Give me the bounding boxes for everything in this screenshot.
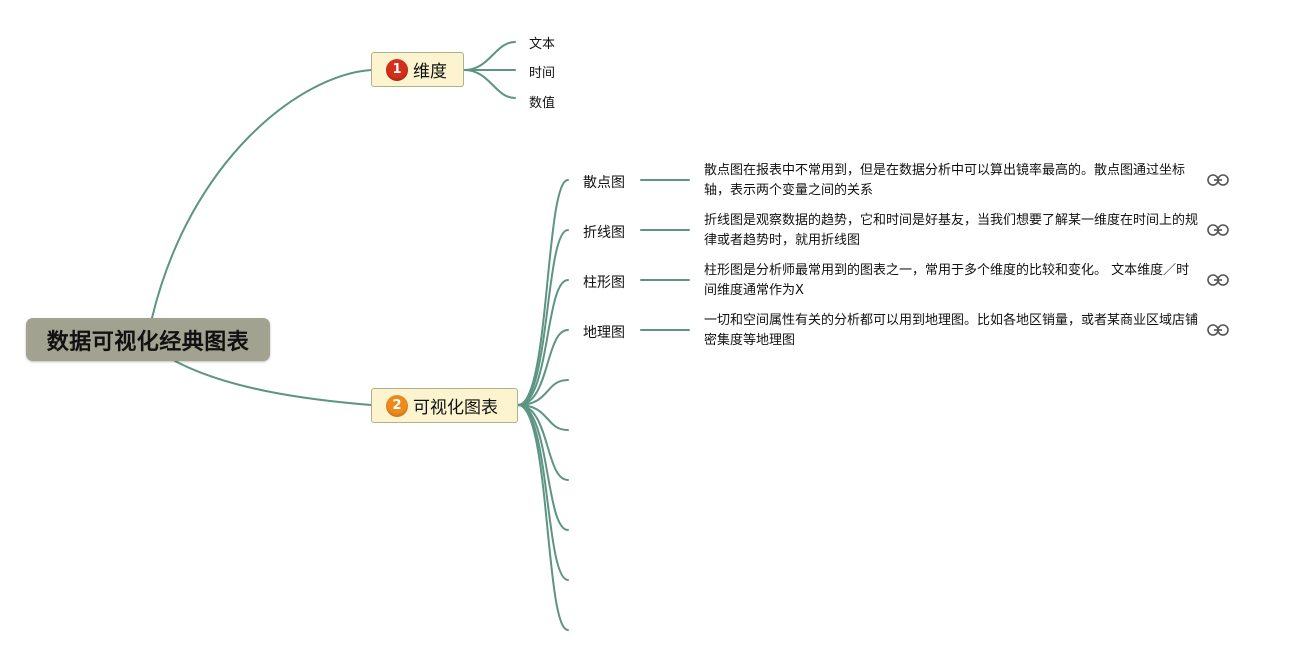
topic-label: 可视化图表 (413, 398, 498, 418)
topic-dimension[interactable]: 1 维度 (371, 52, 464, 87)
subtopic-bar[interactable]: 柱形图 (583, 275, 625, 291)
root-topic[interactable]: 数据可视化经典图表 (26, 318, 270, 361)
subtopic-line[interactable]: 折线图 (583, 225, 625, 241)
leaf-text[interactable]: 文本 (529, 37, 556, 52)
link-icon[interactable] (1207, 323, 1229, 337)
priority-badge-1: 1 (386, 58, 408, 81)
leaf-time[interactable]: 时间 (529, 66, 556, 81)
link-icon[interactable] (1207, 223, 1229, 237)
leaf-number[interactable]: 数值 (529, 96, 556, 111)
topic-visualization-charts[interactable]: 2 可视化图表 (371, 388, 518, 423)
priority-badge-2: 2 (386, 394, 408, 417)
note-scatter[interactable]: 散点图在报表中不常用到，但是在数据分析中可以算出镜率最高的。散点图通过坐标轴，表… (704, 163, 1186, 198)
subtopic-geo[interactable]: 地理图 (583, 325, 625, 341)
note-bar[interactable]: 柱形图是分析师最常用到的图表之一，常用于多个维度的比较和变化。 文本维度／时间维… (704, 263, 1190, 298)
link-icon[interactable] (1207, 273, 1229, 287)
note-line[interactable]: 折线图是观察数据的趋势，它和时间是好基友，当我们想要了解某一维度在时间上的规律或… (704, 213, 1199, 248)
note-geo[interactable]: 一切和空间属性有关的分析都可以用到地理图。比如各地区销量，或者某商业区域店铺密集… (704, 313, 1199, 348)
topic-label: 维度 (413, 62, 447, 82)
subtopic-scatter[interactable]: 散点图 (583, 175, 625, 191)
link-icon[interactable] (1207, 173, 1229, 187)
root-topic-label: 数据可视化经典图表 (46, 329, 250, 355)
